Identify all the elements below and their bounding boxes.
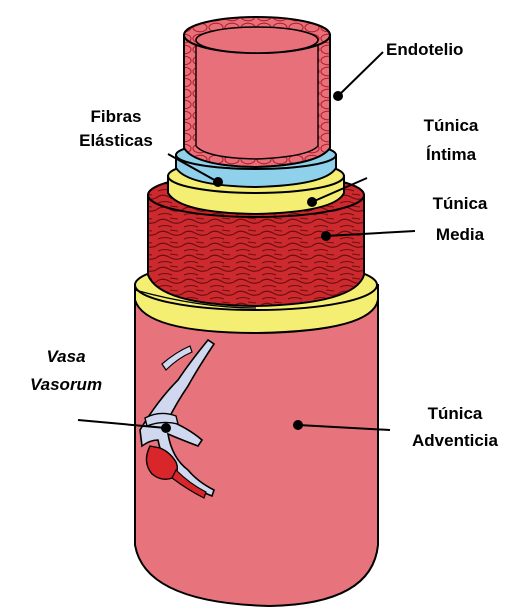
label-adventicia-line2: Adventicia <box>412 431 499 450</box>
label-adventicia-line1: Túnica <box>428 404 483 423</box>
label-vasa-line2: Vasorum <box>30 375 102 394</box>
adventicia-pointer-dot <box>293 420 303 430</box>
label-fibras-line2: Elásticas <box>79 131 153 150</box>
label-vasa-line1: Vasa <box>46 347 85 366</box>
label-media-line2: Media <box>436 225 485 244</box>
vasa-pointer-dot <box>161 423 171 433</box>
label-fibras-line1: Fibras <box>90 107 141 126</box>
label-endotelio: Endotelio <box>386 40 463 59</box>
endotelio-pointer-dot <box>333 91 343 101</box>
media-pointer-dot <box>321 231 331 241</box>
intima-pointer-dot <box>307 197 317 207</box>
endothelium-tube <box>184 17 330 167</box>
label-media-line1: Túnica <box>433 194 488 213</box>
label-intima-line1: Túnica <box>424 116 479 135</box>
fibras-pointer-dot <box>213 177 223 187</box>
label-intima-line2: Íntima <box>426 145 477 164</box>
